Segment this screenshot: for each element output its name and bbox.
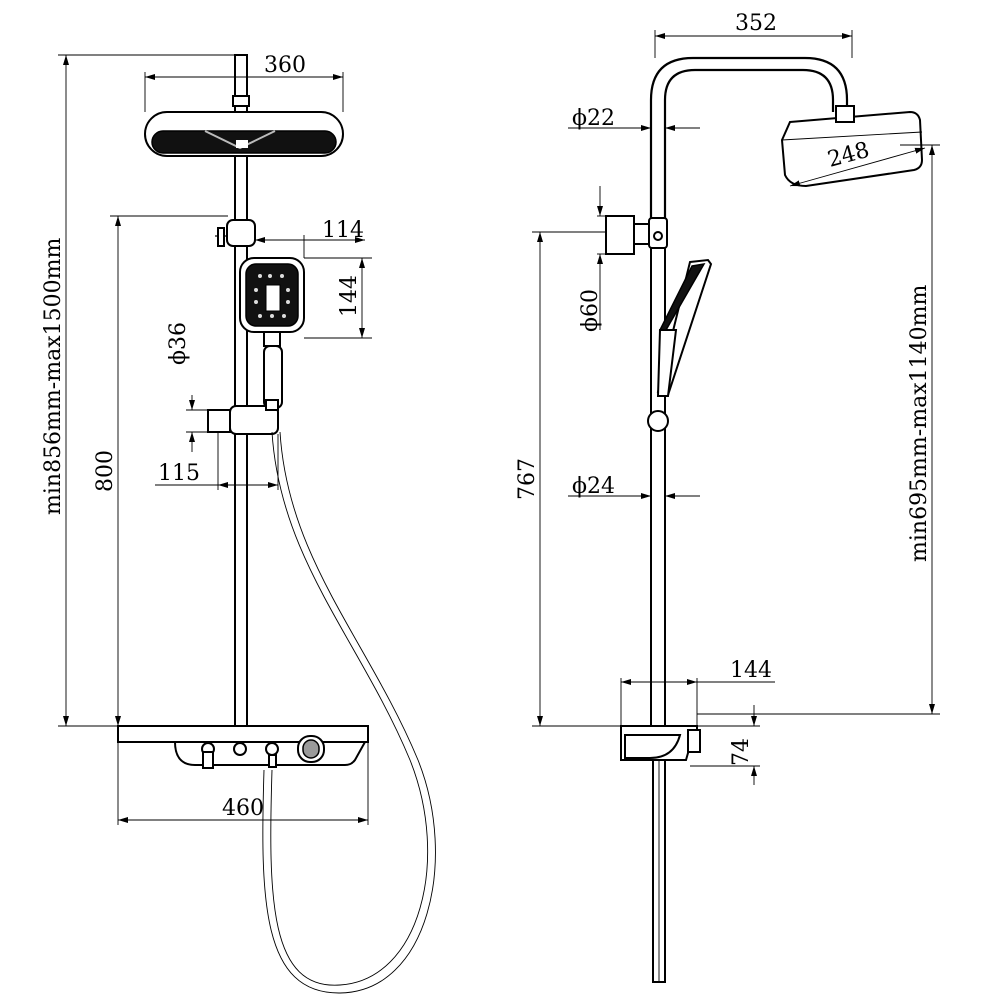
side-dim-valve-height: 74 [729, 738, 754, 766]
side-dim-total-height: min695mm-max1140mm [907, 285, 932, 562]
side-dim-lower-pipe: ϕ24 [572, 474, 615, 499]
side-hand-shower [647, 258, 713, 432]
front-dim-holder-height: 800 [93, 450, 118, 492]
front-valve-shelf [117, 725, 369, 769]
front-hose [270, 431, 429, 986]
side-view: 352 ϕ22 248 ϕ60 767 ϕ24 144 74 [515, 11, 940, 983]
front-dim-holder-offset: 115 [158, 461, 200, 486]
front-dim-total-height: min856mm-max1500mm [41, 238, 66, 515]
front-upper-bracket [215, 219, 256, 247]
front-riser-collar [232, 95, 250, 107]
front-dim-shelf-width: 460 [222, 796, 264, 821]
front-dim-handshower-width: 114 [322, 218, 364, 243]
side-shower-arm [649, 56, 849, 222]
side-dim-valve-depth: 144 [730, 658, 772, 683]
side-dim-holder-height: 767 [515, 458, 540, 500]
side-valve [620, 725, 701, 761]
front-dim-handshower-height: 144 [337, 275, 362, 317]
side-dim-arm-reach: 352 [735, 11, 777, 36]
front-dim-top-width: 360 [264, 53, 306, 78]
front-dim-holder-diameter: ϕ36 [166, 322, 191, 365]
front-hand-shower [239, 257, 305, 409]
side-main-pipe [650, 221, 666, 727]
front-slider-holder [207, 399, 279, 435]
side-dim-bracket: ϕ60 [578, 289, 603, 332]
front-overhead-shower [144, 111, 344, 157]
front-view: 360 114 144 ϕ36 115 800 min856mm-max1500… [41, 53, 436, 994]
side-upper-bracket [605, 215, 668, 255]
side-dim-upper-pipe: ϕ22 [572, 106, 615, 131]
